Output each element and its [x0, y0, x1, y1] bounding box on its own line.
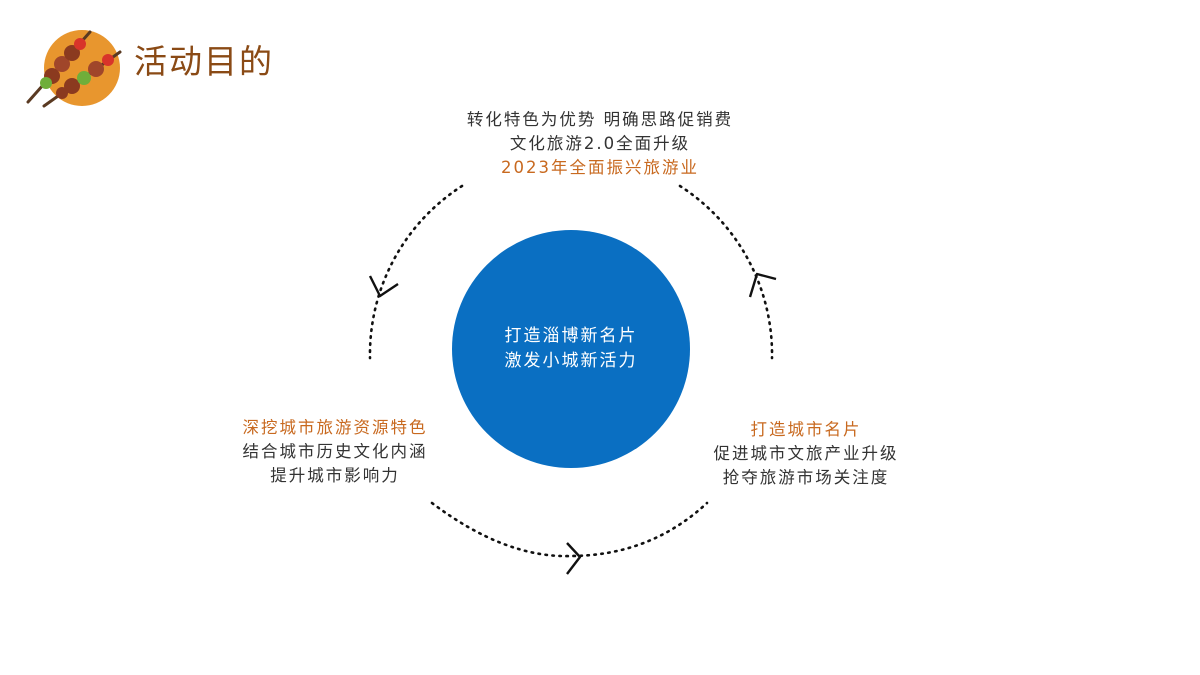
right-text-block: 打造城市名片 促进城市文旅产业升级 抢夺旅游市场关注度 — [670, 418, 942, 490]
left-line-2: 结合城市历史文化内涵 — [242, 442, 428, 461]
top-line-3: 2023年全面振兴旅游业 — [501, 158, 699, 177]
chevron-arrow-icon — [368, 275, 399, 298]
right-line-1: 打造城市名片 — [750, 420, 862, 439]
top-line-2: 文化旅游2.0全面升级 — [509, 134, 691, 153]
arc-top-left — [368, 184, 464, 360]
top-line-1: 转化特色为优势 明确思路促销费 — [466, 110, 734, 129]
top-text-block: 转化特色为优势 明确思路促销费 文化旅游2.0全面升级 2023年全面振兴旅游业 — [370, 108, 830, 180]
right-line-3: 抢夺旅游市场关注度 — [722, 468, 890, 487]
center-line-1: 打造淄博新名片 — [504, 326, 638, 346]
left-line-1: 深挖城市旅游资源特色 — [242, 418, 428, 437]
left-text-block: 深挖城市旅游资源特色 结合城市历史文化内涵 提升城市影响力 — [190, 416, 480, 488]
right-line-2: 促进城市文旅产业升级 — [713, 444, 899, 463]
skewer-kebab-icon — [26, 30, 122, 108]
chevron-arrow-icon — [566, 542, 582, 575]
left-line-3: 提升城市影响力 — [270, 466, 400, 485]
center-line-2: 激发小城新活力 — [504, 351, 638, 371]
chevron-arrow-icon — [748, 272, 777, 298]
arc-bottom — [430, 501, 709, 558]
arc-top-right — [678, 184, 774, 360]
center-circle: 打造淄博新名片 激发小城新活力 — [452, 230, 690, 468]
page-title: 活动目的 — [134, 42, 274, 81]
